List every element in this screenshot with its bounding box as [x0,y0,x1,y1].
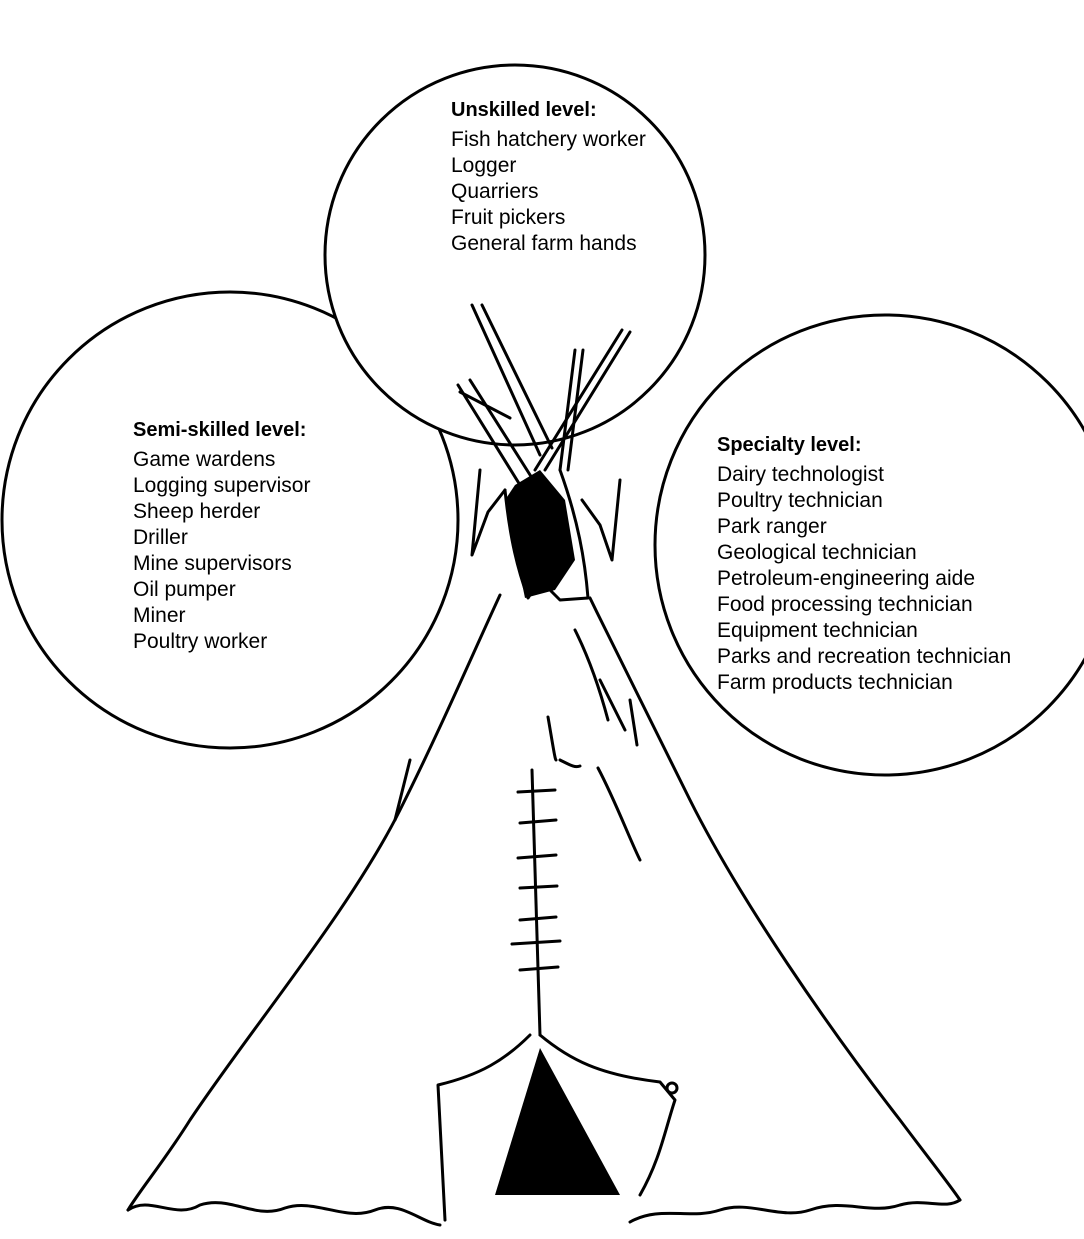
list-item: Food processing technician [717,592,1011,618]
unskilled-level-list: Fish hatchery worker Logger Quarriers Fr… [451,127,646,257]
specialty-level-heading: Specialty level: [717,432,1011,458]
list-item: Mine supervisors [133,551,310,577]
list-item: Park ranger [717,514,1011,540]
list-item: Parks and recreation technician [717,644,1011,670]
semi-skilled-level-heading: Semi-skilled level: [133,417,310,443]
list-item: Poultry worker [133,629,310,655]
unskilled-level-heading: Unskilled level: [451,97,646,123]
semi-skilled-level-list: Game wardens Logging supervisor Sheep he… [133,447,310,655]
list-item: Geological technician [717,540,1011,566]
list-item: Farm products technician [717,670,1011,696]
list-item: Logging supervisor [133,473,310,499]
list-item: Sheep herder [133,499,310,525]
list-item: Poultry technician [717,488,1011,514]
list-item: Fruit pickers [451,205,646,231]
specialty-level-text: Specialty level: Dairy technologist Poul… [717,432,1011,696]
specialty-level-list: Dairy technologist Poultry technician Pa… [717,462,1011,696]
list-item: Driller [133,525,310,551]
list-item: General farm hands [451,231,646,257]
semi-skilled-level-text: Semi-skilled level: Game wardens Logging… [133,417,310,655]
list-item: Miner [133,603,310,629]
list-item: Equipment technician [717,618,1011,644]
list-item: Oil pumper [133,577,310,603]
list-item: Fish hatchery worker [451,127,646,153]
unskilled-level-text: Unskilled level: Fish hatchery worker Lo… [451,97,646,257]
list-item: Dairy technologist [717,462,1011,488]
list-item: Quarriers [451,179,646,205]
list-item: Logger [451,153,646,179]
list-item: Game wardens [133,447,310,473]
list-item: Petroleum-engineering aide [717,566,1011,592]
